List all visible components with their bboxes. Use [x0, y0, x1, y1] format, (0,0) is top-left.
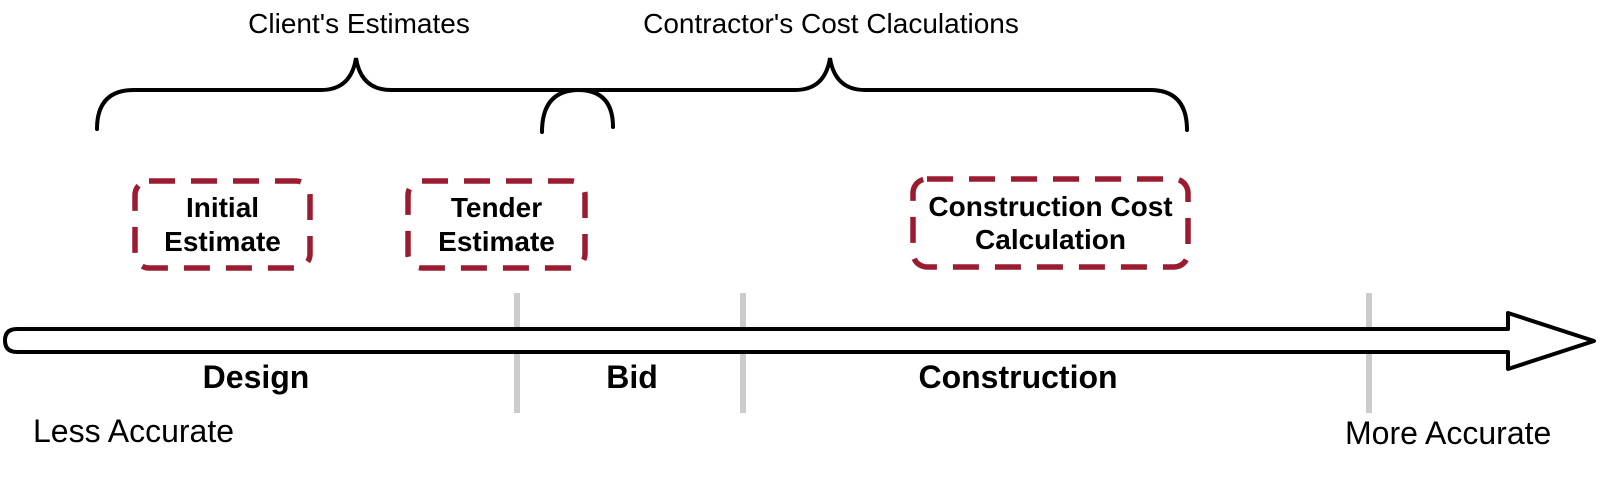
box-label-tender-estimate: Tender Estimate [438, 192, 555, 257]
contractor-calculations-brace [540, 57, 1189, 134]
axis-label-more-accurate: More Accurate [1345, 415, 1552, 451]
box-label-initial-estimate: Initial Estimate [164, 192, 281, 257]
client-estimates-brace [95, 57, 615, 131]
phase-label-design: Design [202, 359, 310, 395]
contractor-calculations-title: Contractor's Cost Claculations [643, 8, 1019, 39]
box-label-construction-cost-calculation: Construction Cost Calculation [928, 190, 1173, 255]
axis-label-less-accurate: Less Accurate [33, 413, 234, 449]
phase-label-bid: Bid [606, 359, 658, 395]
client-estimates-title: Client's Estimates [248, 8, 470, 39]
timeline-arrow [3, 311, 1596, 371]
dashed-box-construction-cost-calculation [910, 176, 1191, 270]
phase-label-construction: Construction [918, 359, 1118, 395]
